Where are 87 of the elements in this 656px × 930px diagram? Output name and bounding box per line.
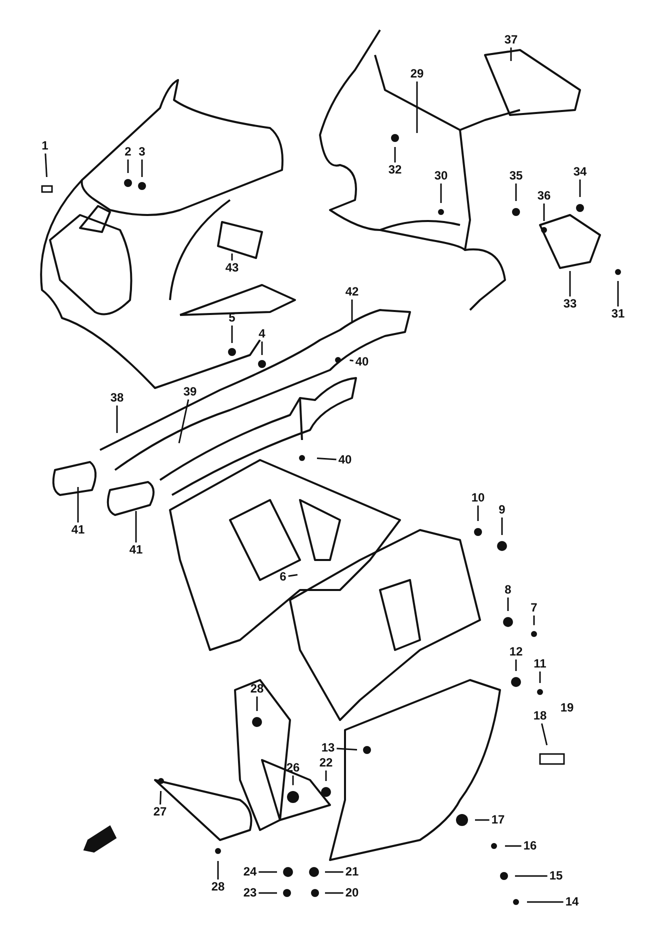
callout-number: 14 (564, 896, 580, 908)
leader-line (288, 574, 298, 577)
callout-number: 17 (490, 814, 506, 826)
leader-line (533, 616, 535, 626)
leader-line (258, 892, 277, 894)
leader-line (316, 458, 336, 460)
leader-line (44, 153, 48, 178)
callout-number: 24 (242, 866, 258, 878)
leader-line (543, 204, 545, 221)
leader-line (475, 819, 490, 821)
leader-line (507, 598, 509, 611)
callout-number: 37 (503, 34, 519, 46)
leader-line (231, 326, 233, 343)
leader-line (569, 271, 571, 296)
callout-number: 28 (249, 682, 265, 696)
callout-number: 28 (210, 880, 226, 894)
leader-line (77, 487, 79, 522)
leader-line (258, 871, 277, 873)
callout-number: 35 (508, 170, 524, 182)
callout-number: 36 (536, 190, 552, 202)
leader-line (127, 160, 129, 173)
callout-number: 34 (572, 166, 588, 178)
callout-number: 20 (344, 886, 360, 900)
callout-number: 30 (433, 170, 449, 182)
callout-number: 13 (320, 742, 336, 754)
leader-line (141, 160, 143, 177)
callout-number: 38 (109, 392, 125, 404)
callout-number: 3 (138, 146, 146, 158)
leader-line (477, 506, 479, 521)
callout-number: 9 (498, 504, 506, 516)
callout-number: 6 (278, 570, 288, 584)
callout-number: 22 (318, 756, 334, 770)
callout-number: 39 (182, 386, 198, 398)
leader-line (510, 48, 512, 61)
callout-number: 16 (522, 840, 538, 852)
callout-number: 29 (409, 68, 425, 80)
callout-number: 43 (224, 262, 240, 274)
leader-line (350, 360, 354, 362)
callout-number: 8 (504, 584, 512, 596)
callout-number: 4 (258, 328, 266, 340)
leader-line (231, 254, 233, 260)
callout-number: 7 (530, 602, 538, 614)
callout-number: 18 (532, 710, 548, 722)
callout-number: 40 (354, 356, 370, 368)
leader-line (178, 399, 190, 444)
leader-line (217, 861, 219, 880)
callout-number: 42 (344, 286, 360, 298)
callout-number: 11 (532, 658, 548, 670)
leader-line (416, 82, 418, 133)
leader-line (116, 406, 118, 433)
leader-line (292, 776, 294, 786)
leader-line (325, 871, 344, 873)
leader-line (617, 281, 619, 306)
leader-line (256, 696, 258, 711)
callout-number: 32 (387, 164, 403, 176)
leader-line (440, 184, 442, 203)
callout-number: 40 (337, 454, 353, 466)
callout-number: 21 (344, 866, 360, 878)
leader-line (539, 672, 541, 683)
leader-line (579, 180, 581, 197)
leader-line (541, 723, 548, 746)
leader-line (505, 845, 522, 847)
leader-line (501, 518, 503, 535)
leader-line (325, 892, 344, 894)
callout-number: 15 (548, 870, 564, 882)
leader-line (351, 300, 353, 323)
callout-number: 27 (152, 806, 168, 818)
callout-number: 19 (559, 702, 575, 714)
leader-line (325, 770, 327, 781)
leader-line (515, 660, 517, 671)
leader-line (527, 901, 564, 903)
callout-number: 41 (70, 524, 86, 536)
callout-number: 31 (610, 308, 626, 320)
leader-line (515, 184, 517, 201)
callout-number: 1 (40, 140, 50, 152)
callout-number: 33 (562, 298, 578, 310)
leader-line (515, 875, 548, 877)
callout-number: 12 (508, 646, 524, 658)
leader-line (261, 342, 263, 355)
callout-number: 2 (124, 146, 132, 158)
leader-line (160, 790, 162, 805)
leader-line (336, 748, 358, 750)
callout-number: 23 (242, 886, 258, 900)
callout-number: 41 (128, 544, 144, 556)
leader-line (394, 147, 396, 162)
leader-line (135, 511, 137, 542)
callout-number: 10 (470, 492, 486, 504)
